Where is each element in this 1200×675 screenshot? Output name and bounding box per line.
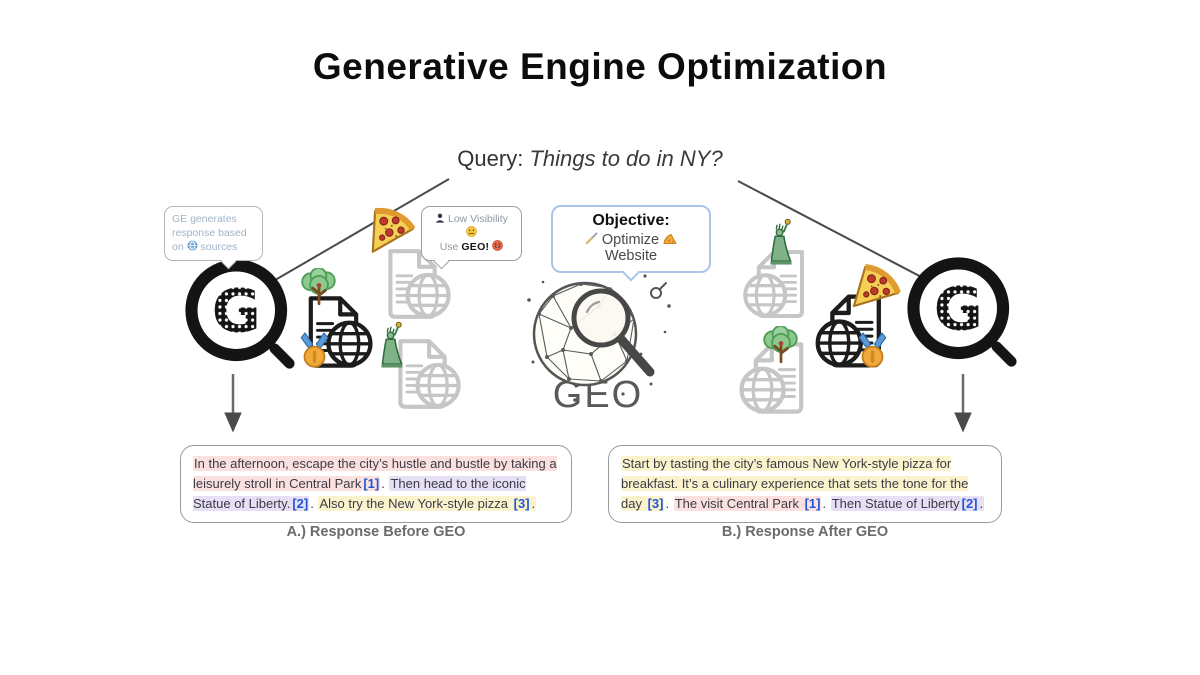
caption-response-after: B.) Response After GEO <box>721 524 889 540</box>
query-line: Query: Things to do in NY? <box>0 146 1180 172</box>
ge-bubble-text-post: sources <box>200 241 238 254</box>
use-geo-text-pre: Use <box>439 241 459 254</box>
use-geo-text-bold: GEO! <box>461 241 490 254</box>
objective-action: Optimize <box>601 232 660 248</box>
central-park-tree-icon <box>760 326 802 364</box>
central-park-tree-icon <box>298 268 340 306</box>
generative-engine-logo-left: G <box>185 259 295 369</box>
objective-target: Website <box>604 248 658 264</box>
response-before-geo: In the afternoon, escape the city’s hust… <box>180 445 572 524</box>
objective-box: Objective: Optimize Website <box>551 205 711 282</box>
query-label: Query: <box>457 146 524 171</box>
smiling-face-icon <box>492 240 503 251</box>
objective-title: Objective: <box>592 212 670 229</box>
query-text: Things to do in NY? <box>529 146 723 171</box>
low-visibility-bubble: Low Visibility Use GEO! <box>421 206 522 269</box>
svg-text:G: G <box>934 276 983 345</box>
first-place-medal-icon <box>858 332 887 370</box>
ge-bubble-text-pre: GE generates response based on <box>172 213 247 254</box>
low-visibility-text: Low Visibility <box>448 213 508 225</box>
statue-of-liberty-icon <box>377 321 407 369</box>
page-title: Generative Engine Optimization <box>312 46 888 87</box>
pizza-slice-icon <box>848 257 906 317</box>
response-after-geo: Start by tasting the city’s famous New Y… <box>608 445 1002 524</box>
screwdriver-icon <box>585 232 598 245</box>
geo-globe-magnifier-logo <box>527 268 671 402</box>
cheese-icon <box>663 233 677 245</box>
globe-icon <box>187 240 198 251</box>
first-place-medal-icon <box>300 332 329 370</box>
pizza-slice-icon <box>362 198 419 257</box>
statue-of-liberty-icon <box>766 218 796 266</box>
person-icon <box>435 213 445 223</box>
worried-face-icon <box>466 226 477 237</box>
svg-text:G: G <box>212 278 261 347</box>
caption-response-before: A.) Response Before GEO <box>286 524 466 540</box>
generative-engine-logo-right: G <box>907 257 1017 367</box>
ge-explainer-bubble: GE generates response based on sources <box>164 206 263 269</box>
